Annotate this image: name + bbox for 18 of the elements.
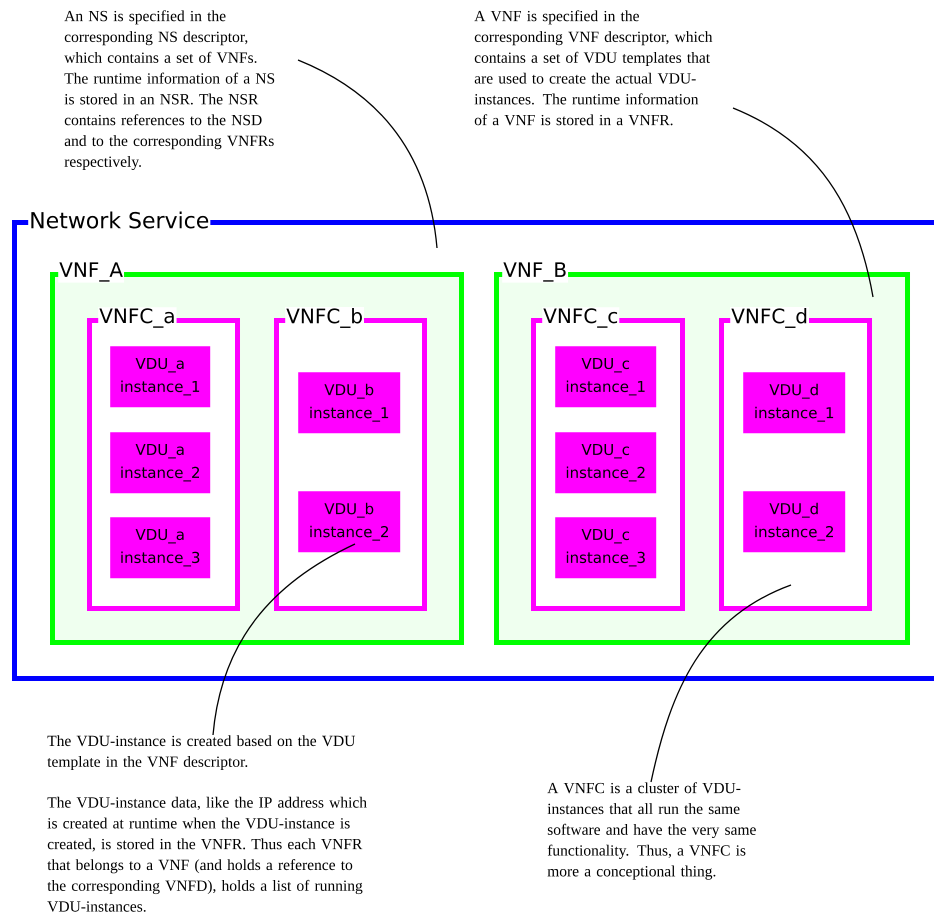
leader-line (212, 543, 356, 736)
instance-box: VDU_b instance_1 (298, 372, 400, 434)
instance-box: VDU_a instance_3 (110, 517, 210, 578)
instance-box: VDU_c instance_3 (555, 517, 656, 578)
instance-box: VDU_d instance_2 (743, 491, 846, 552)
instance-box: VDU_d instance_1 (743, 372, 846, 434)
leader-line (298, 59, 438, 248)
instance-box: VDU_b instance_2 (298, 491, 400, 552)
instance-box: VDU_c instance_1 (555, 346, 656, 408)
instance-box: VDU_c instance_2 (555, 432, 656, 494)
annotation-text: An NS is specified in the corresponding NS descriptor, which contains a set of VNFs. The runtime information of a NS is stored in an NSR. The NSR contains references to the NSD and to the corresponding VNFRs respectively. (64, 10, 274, 170)
instance-box: VDU_a instance_2 (110, 432, 210, 494)
leader-line (650, 584, 792, 782)
instance-box: VDU_a instance_1 (110, 346, 210, 408)
annotation-text: The VDU-instance is created based on the VDU template in the VNF descriptor. The VDU-instance data, like the IP address which is created at runtime when the VDU-instance is created, is stored in the VNFR. Thus each VNFR that belongs to a VNF (and holds a reference to the corresponding VNFD), holds a list of running VDU-instances. (47, 735, 367, 912)
leader-line (732, 107, 874, 298)
annotation-text: A VNFC is a cluster of VDU-instances that all run the same software and have the very same functionality. Thus, a VNFC is more a conceptional thing. (547, 782, 756, 880)
annotation-text: A VNF is specified in the corresponding VNF descriptor, which contains a set of VDU templates that are used to create the actual VDU-instances. The runtime information of a VNF is stored in a VNFR. (474, 10, 712, 126)
